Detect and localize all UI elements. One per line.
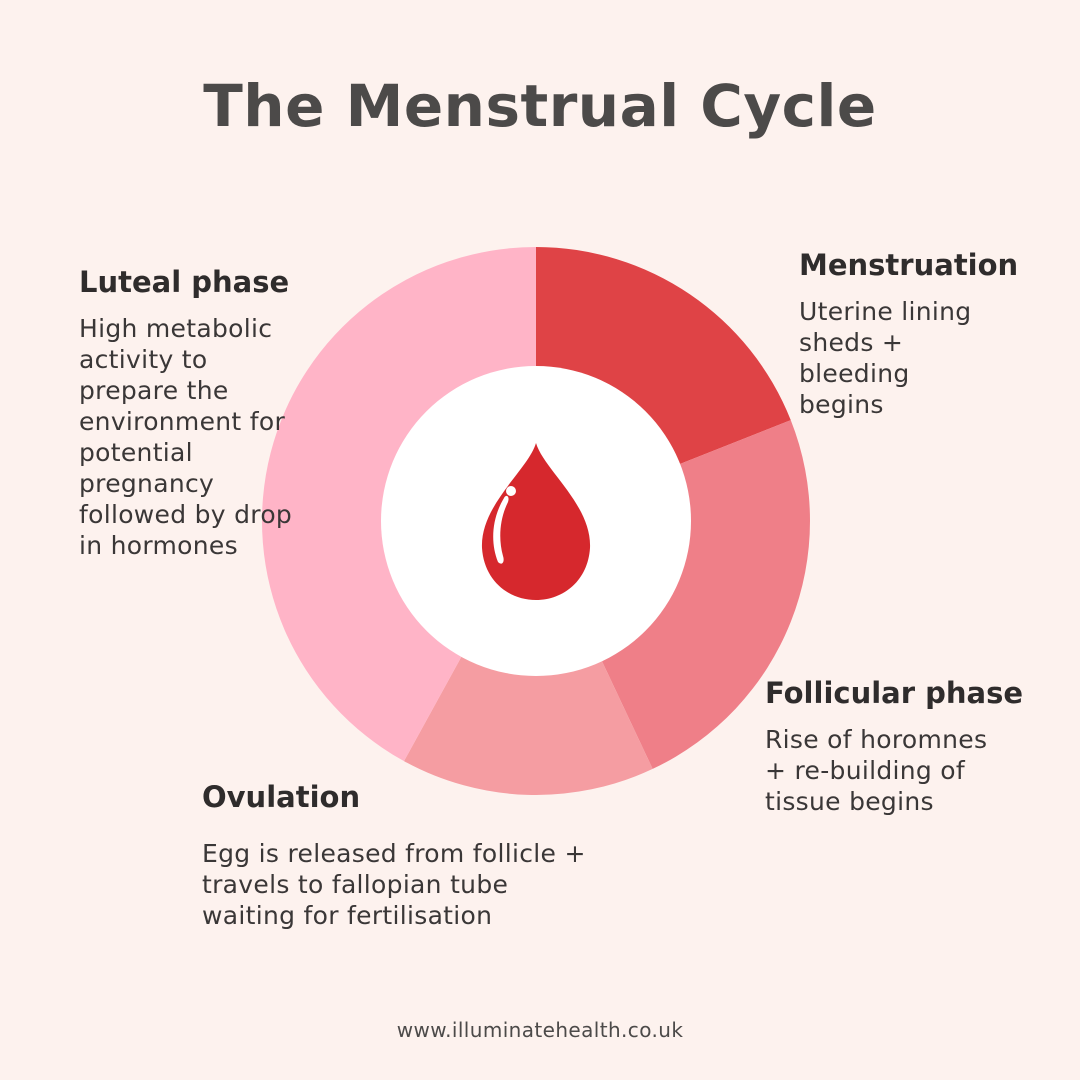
- phase-ovulation-title: Ovulation: [202, 780, 361, 814]
- phase-menstruation-description: Uterine lining sheds + bleeding begins: [799, 297, 972, 419]
- phase-luteal-title: Luteal phase: [79, 265, 290, 299]
- blood-drop-icon: [481, 443, 591, 600]
- page-title: The Menstrual Cycle: [203, 72, 877, 140]
- website-url: www.illuminatehealth.co.uk: [396, 1018, 684, 1042]
- cycle-ring: [262, 247, 810, 795]
- phase-follicular: Follicular phase Rise of horomnes + re-b…: [765, 676, 1055, 817]
- phase-ovulation: Ovulation Egg is released from follicle …: [202, 780, 622, 931]
- phase-luteal: Luteal phase High metabolic activity to …: [79, 265, 319, 561]
- segment-follicular: [599, 420, 810, 769]
- phase-ovulation-description: Egg is released from follicle + travels …: [202, 839, 586, 930]
- segment-menstruation: [536, 247, 791, 466]
- phase-luteal-description: High metabolic activity to prepare the e…: [79, 314, 293, 560]
- phase-follicular-description: Rise of horomnes + re-building of tissue…: [765, 725, 988, 816]
- segment-ovulation: [403, 652, 653, 795]
- phase-follicular-title: Follicular phase: [765, 676, 1024, 710]
- phase-menstruation-title: Menstruation: [799, 248, 1019, 282]
- phase-menstruation: Menstruation Uterine lining sheds + blee…: [799, 248, 1059, 420]
- segment-luteal: [262, 247, 536, 762]
